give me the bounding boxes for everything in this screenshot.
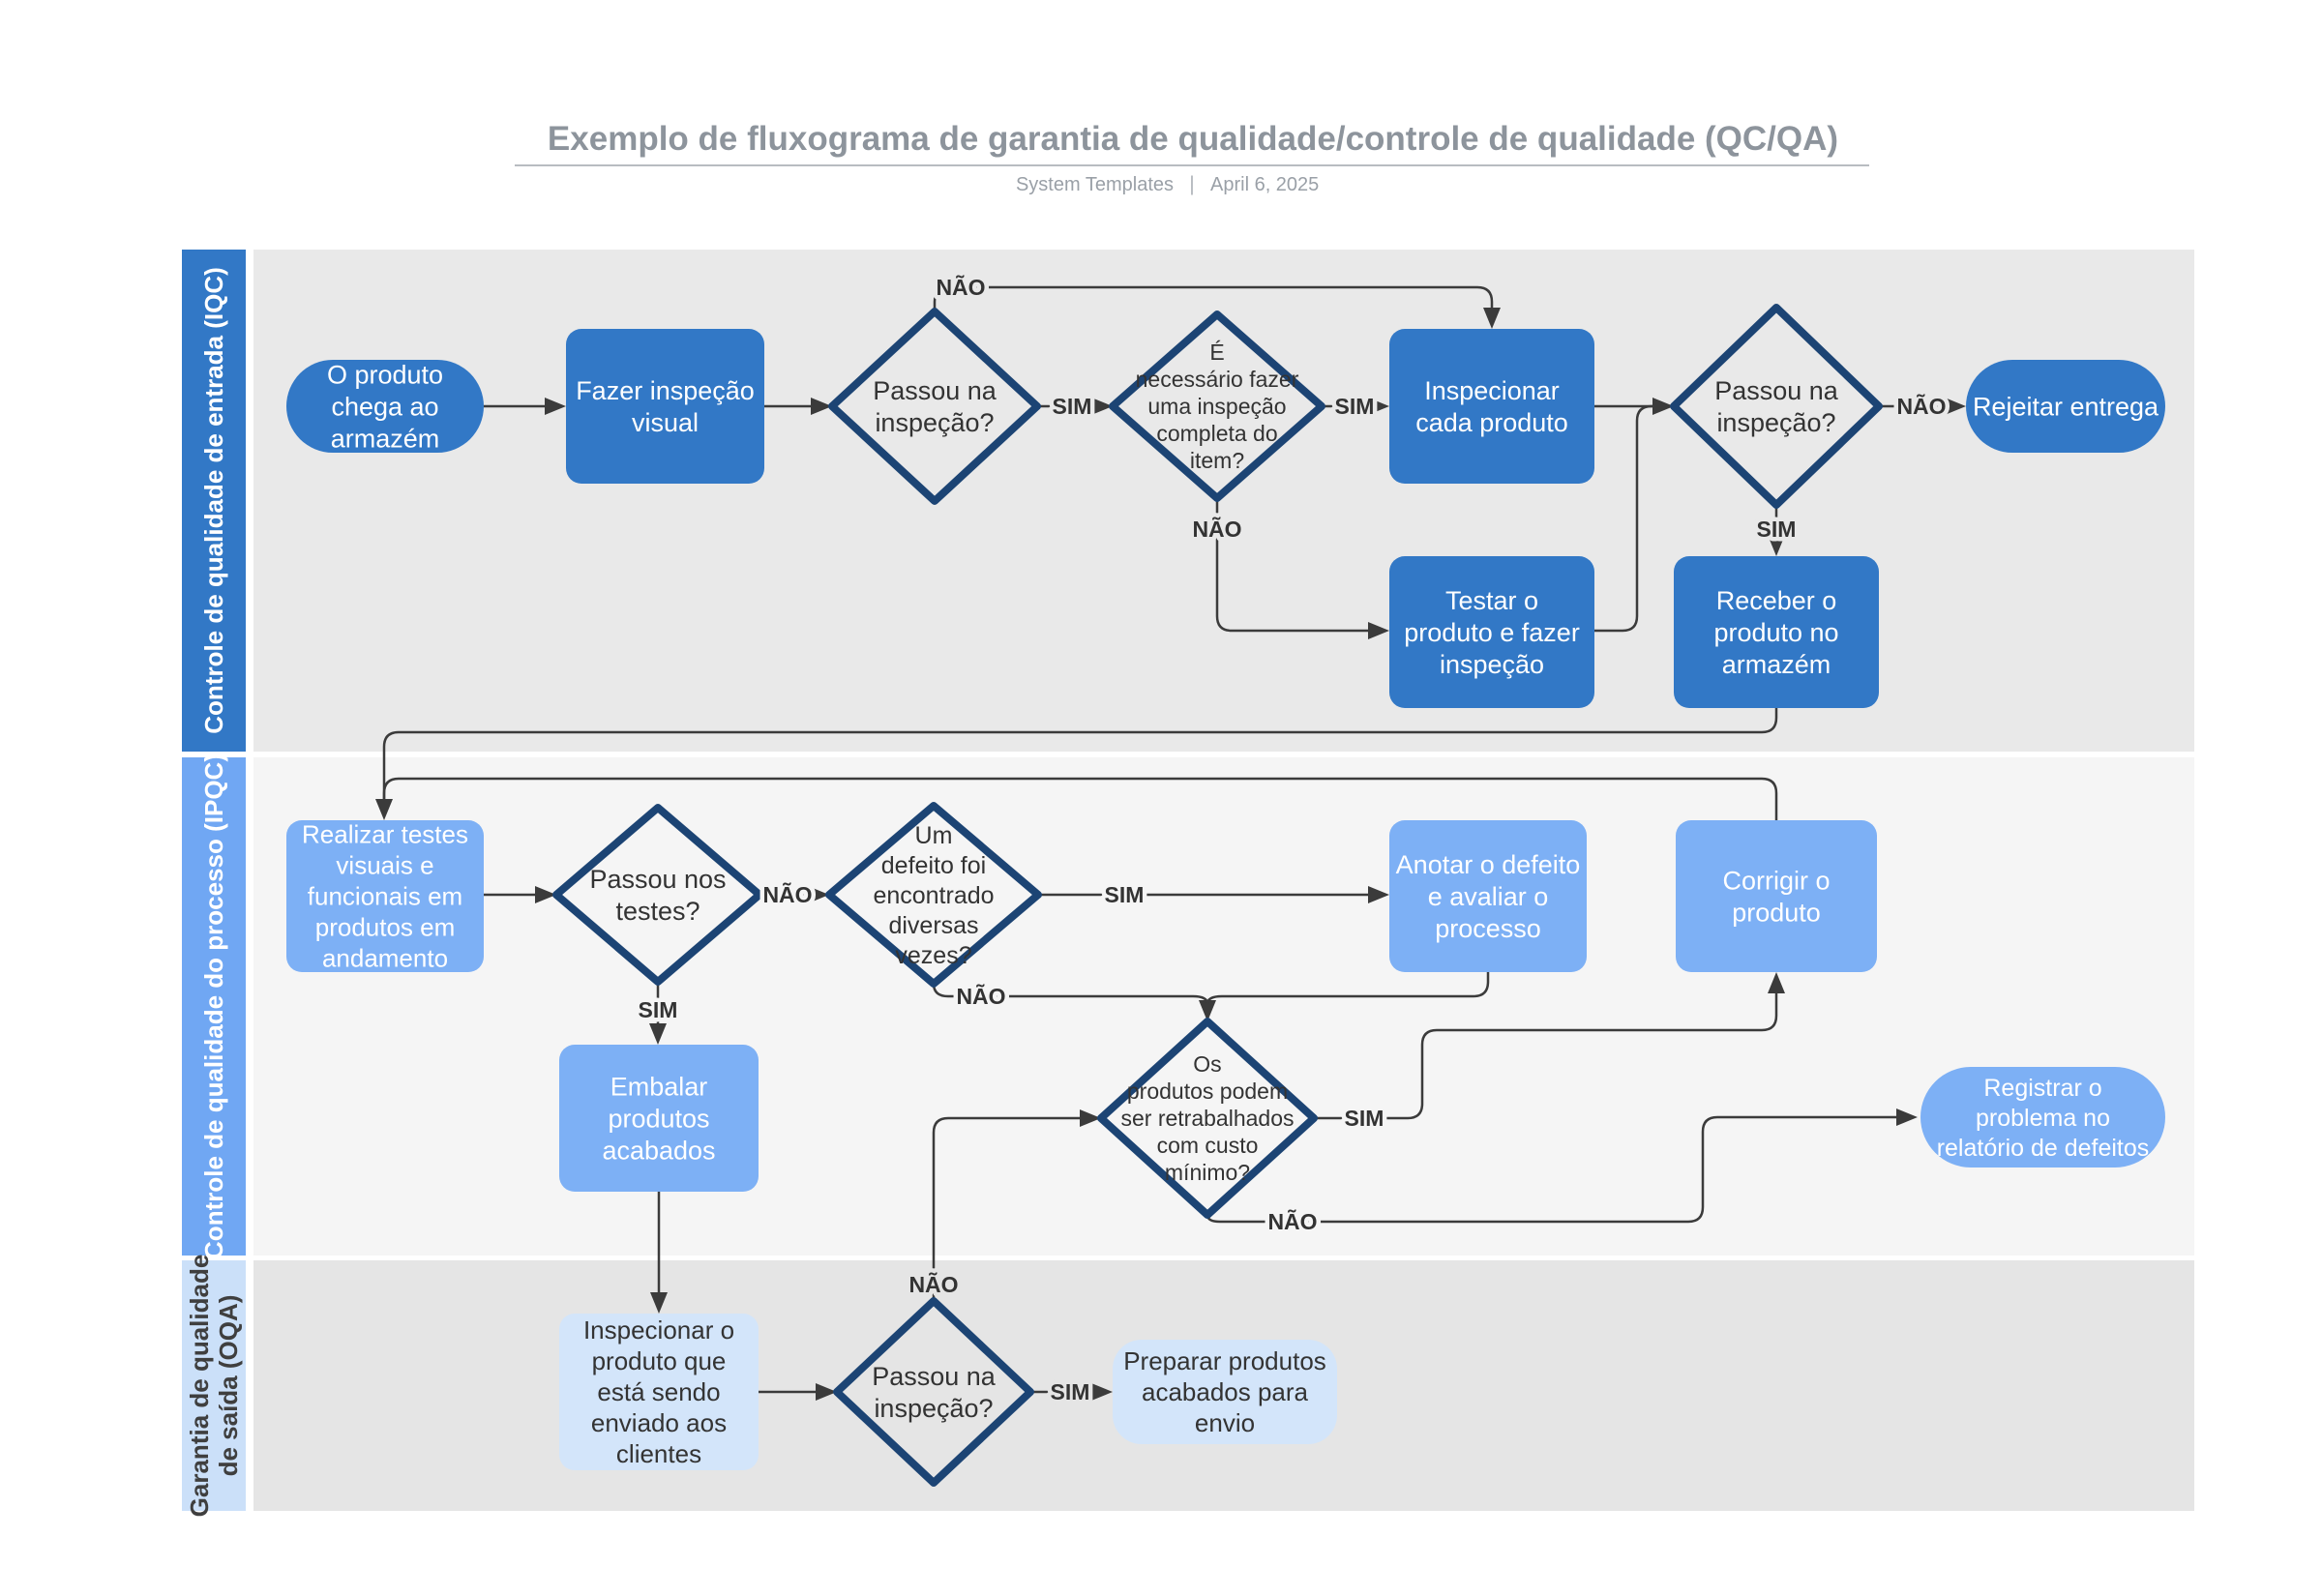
process-note-defect[interactable] bbox=[1389, 820, 1587, 972]
edge-d2-nao-test-label: NÃO bbox=[1192, 516, 1241, 542]
decision-passed-inspection-3[interactable] bbox=[833, 1297, 1034, 1487]
lane-label-ipqc: Controle de qualidade do processo (IPQC) bbox=[199, 754, 228, 1259]
edge-d1-sim-d2-label: SIM bbox=[1053, 394, 1092, 419]
edge-d2-nao-test bbox=[1215, 498, 1368, 633]
terminator-reject-delivery-label: Rejeitar entrega bbox=[1973, 392, 2159, 421]
edge-d5-nao-d6 bbox=[932, 983, 1209, 1005]
edge-receive-run-tests bbox=[382, 708, 1778, 799]
edge-run-tests-d4-arrowhead-icon bbox=[535, 886, 556, 903]
edge-d4-sim-pack-arrowhead-icon bbox=[649, 1023, 667, 1045]
decision-full-inspection-needed[interactable] bbox=[1109, 310, 1325, 502]
process-inspect-each-product[interactable] bbox=[1389, 329, 1594, 484]
edge-d7-nao-d6 bbox=[932, 1116, 1080, 1301]
edge-d4-nao-d5-label: NÃO bbox=[762, 881, 812, 907]
edge-inspect-ship-d7-arrowhead-icon bbox=[816, 1383, 837, 1401]
edge-fix-run-tests bbox=[382, 777, 1778, 820]
edge-inspect-each-d3-arrowhead-icon bbox=[1652, 398, 1674, 415]
edge-d3-nao-reject-label: NÃO bbox=[1896, 393, 1946, 419]
edge-d6-nao-log-label: NÃO bbox=[1267, 1208, 1317, 1234]
edge-d1-nao-inspect-each-label: NÃO bbox=[936, 274, 985, 300]
edge-d1-nao-inspect-each bbox=[933, 285, 1494, 311]
edge-d6-sim-fix bbox=[1314, 993, 1778, 1120]
edge-d1-sim-d2-arrowhead-icon bbox=[1091, 398, 1113, 415]
edge-d6-sim-fix-arrowhead-icon bbox=[1768, 972, 1785, 993]
lane-label-oqa: de saída (OQA) bbox=[214, 1295, 243, 1477]
edge-d6-nao-log-arrowhead-icon bbox=[1896, 1108, 1918, 1126]
byline-separator: | bbox=[1189, 173, 1194, 195]
start-product-arrives[interactable] bbox=[286, 360, 484, 453]
edge-d5-sim-note-defect-label: SIM bbox=[1105, 882, 1145, 907]
byline: System Templates bbox=[1016, 174, 1174, 195]
edge-d3-nao-reject-arrowhead-icon bbox=[1945, 398, 1966, 415]
edge-note-defect-join-d6 bbox=[1206, 972, 1490, 1005]
decision-recurring-defect[interactable] bbox=[825, 802, 1042, 988]
edge-d7-nao-d6-label: NÃO bbox=[908, 1271, 958, 1297]
edge-d6-sim-fix-label: SIM bbox=[1345, 1106, 1384, 1131]
lane-label-oqa: Garantia de qualidade bbox=[185, 1255, 214, 1518]
edge-fix-run-tests-arrowhead-icon bbox=[375, 799, 393, 820]
terminator-log-defect-report[interactable] bbox=[1920, 1067, 2165, 1167]
process-visual-inspection[interactable] bbox=[566, 329, 764, 484]
edge-d3-sim-receive-label: SIM bbox=[1757, 517, 1797, 542]
lane-header-ipqc bbox=[182, 757, 246, 1256]
process-test-product[interactable] bbox=[1389, 556, 1594, 708]
edge-d2-nao-test-arrowhead-icon bbox=[1368, 622, 1389, 639]
edge-pack-inspect-ship-arrowhead-icon bbox=[650, 1292, 668, 1314]
edge-d5-sim-note-defect-arrowhead-icon bbox=[1368, 886, 1389, 903]
process-run-tests[interactable] bbox=[286, 820, 484, 972]
process-inspect-shipping-product[interactable] bbox=[559, 1314, 759, 1470]
edge-d4-nao-d5-arrowhead-icon bbox=[808, 886, 829, 903]
process-fix-product[interactable] bbox=[1676, 820, 1877, 972]
date-label: April 6, 2025 bbox=[1210, 174, 1319, 195]
edge-d7-nao-d6-arrowhead-icon bbox=[1080, 1109, 1101, 1127]
lane-header-iqc bbox=[182, 250, 246, 752]
edge-d5-nao-d6-label: NÃO bbox=[956, 983, 1005, 1009]
terminator-prepare-shipping[interactable] bbox=[1113, 1340, 1337, 1444]
edge-d7-sim-prepare-label: SIM bbox=[1051, 1379, 1090, 1404]
decision-rework-low-cost[interactable] bbox=[1097, 1018, 1318, 1219]
edge-test-join-d3 bbox=[1594, 404, 1652, 633]
lane-header-oqa bbox=[182, 1260, 246, 1511]
edge-d3-sim-receive-arrowhead-icon bbox=[1768, 535, 1785, 556]
page-title: Exemplo de fluxograma de garantia de qua… bbox=[548, 120, 1838, 158]
decision-passed-inspection-1[interactable] bbox=[828, 308, 1041, 505]
edge-d2-sim-inspect-each-label: SIM bbox=[1335, 394, 1375, 419]
edge-start-visual-arrowhead-icon bbox=[545, 398, 566, 415]
edge-d6-nao-log bbox=[1206, 1115, 1896, 1224]
process-pack-products[interactable] bbox=[559, 1045, 759, 1192]
lane-label-iqc: Controle de qualidade de entrada (IQC) bbox=[199, 267, 228, 734]
decision-passed-tests[interactable] bbox=[552, 804, 763, 986]
edge-d5-nao-d6-arrowhead-icon bbox=[1199, 1000, 1216, 1021]
edge-d2-sim-inspect-each-arrowhead-icon bbox=[1368, 398, 1389, 415]
terminator-reject-delivery[interactable] bbox=[1966, 360, 2165, 453]
edge-d1-nao-inspect-each-arrowhead-icon bbox=[1483, 308, 1501, 329]
edge-d4-sim-pack-label: SIM bbox=[639, 997, 678, 1022]
process-receive-product[interactable] bbox=[1674, 556, 1879, 708]
decision-passed-inspection-2[interactable] bbox=[1670, 304, 1883, 509]
edge-visual-d1-arrowhead-icon bbox=[811, 398, 832, 415]
edge-d7-sim-prepare-arrowhead-icon bbox=[1091, 1383, 1113, 1401]
